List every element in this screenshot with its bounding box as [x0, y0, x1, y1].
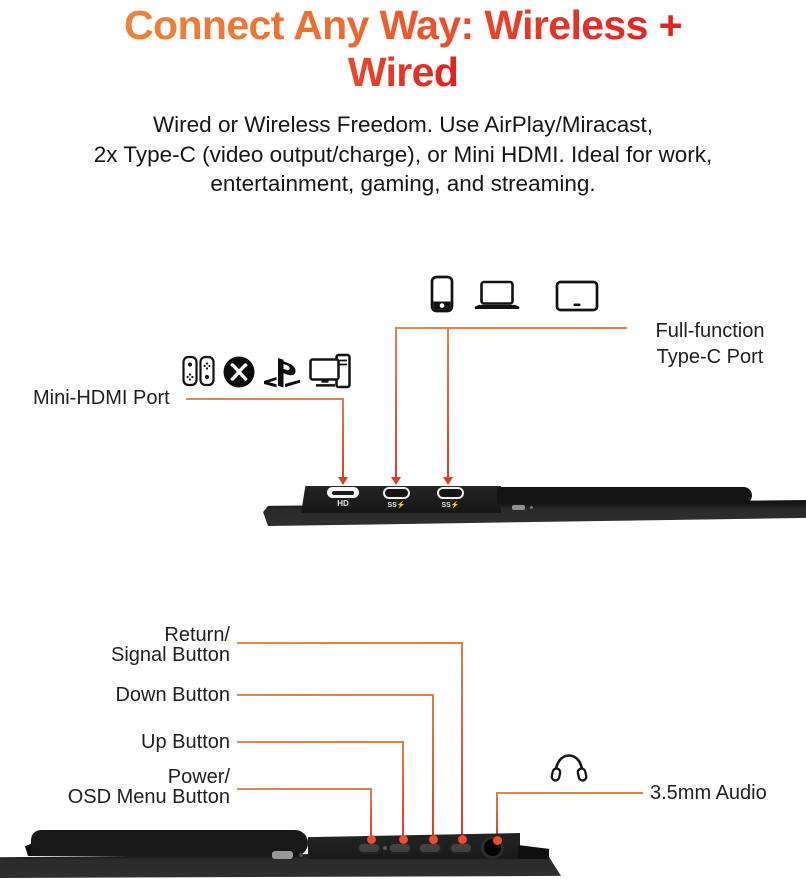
bottom-monitor-step: [518, 845, 549, 859]
mini-hdmi-callout-vline: [342, 398, 344, 478]
return-callout-vline: [461, 642, 463, 838]
subtitle-line-3: entertainment, gaming, and streaming.: [210, 171, 596, 196]
type-c2-callout-vline: [447, 327, 449, 478]
power-osd-label-line2: OSD Menu Button: [67, 786, 230, 808]
return-callout-hline: [237, 642, 463, 644]
up-button: [388, 842, 412, 854]
mini-hdmi-port-label: HD: [337, 499, 349, 508]
power-callout-vline: [370, 788, 372, 838]
audio-callout-dot: [492, 835, 502, 845]
mini-hdmi-port: [327, 487, 359, 498]
kickstand-foot: [25, 842, 35, 856]
return-signal-label-line2: Signal Button: [111, 644, 230, 666]
power-indicator-dot: [383, 846, 387, 850]
title-line-1: Connect Any Way: Wireless +: [124, 2, 683, 48]
top-monitor-kickstand: [497, 487, 752, 504]
mini-hdmi-label: Mini-HDMI Port: [33, 387, 170, 409]
power-callout-hline: [237, 788, 372, 790]
power-osd-button: [357, 842, 381, 854]
return-signal-button: [449, 842, 473, 854]
type-c-port-2: [437, 487, 464, 499]
return-signal-label-line1: Return/: [164, 623, 230, 646]
subtitle-line-2: 2x Type-C (video output/charge), or Mini…: [93, 141, 713, 167]
up-callout-hline: [237, 741, 404, 743]
mini-hdmi-arrow: [338, 477, 348, 485]
smartphone-icon: [430, 275, 454, 313]
mini-hdmi-slot: [332, 490, 354, 495]
up-button-label: Up Button: [141, 731, 230, 753]
kickstand-latch-dot-bottom: [299, 853, 303, 857]
title-line-2: Wired: [347, 49, 459, 95]
power-callout-dot: [366, 834, 376, 844]
xbox-icon: [222, 355, 256, 389]
desktop-pc-icon: [309, 353, 352, 391]
type-c-port-1: [383, 487, 410, 499]
kickstand-latch-dot-top: [530, 506, 533, 509]
subtitle: Wired or Wireless Freedom. Use AirPlay/M…: [0, 110, 806, 199]
up-callout-dot: [398, 834, 408, 844]
audio-jack-label: 3.5mm Audio: [650, 782, 767, 804]
down-callout-hline: [237, 694, 434, 696]
mini-hdmi-callout-hline: [186, 398, 344, 400]
type-c-port-1-label: SS⚡: [387, 501, 406, 509]
nintendo-switch-icon: [182, 355, 215, 388]
type-c-port-label: Full-function Type-C Port: [630, 318, 790, 370]
down-callout-dot: [428, 834, 438, 844]
down-button: [418, 842, 442, 854]
audio-callout-vline: [496, 792, 498, 838]
type-c1-arrow: [391, 477, 401, 485]
type-c-port-label-line1: Full-function: [655, 319, 765, 342]
type-c-port-label-line2: Type-C Port: [656, 345, 764, 368]
playstation-icon: [261, 358, 303, 389]
headphones-icon: [549, 749, 589, 783]
power-osd-label: Power/ OSD Menu Button: [67, 765, 230, 808]
type-c2-arrow: [443, 477, 453, 485]
up-callout-vline: [402, 741, 404, 838]
power-osd-label-line1: Power/: [167, 765, 230, 788]
audio-callout-hline: [497, 792, 643, 794]
subtitle-line-1: Wired or Wireless Freedom. Use AirPlay/M…: [152, 112, 654, 137]
type-c-port-2-label: SS⚡: [441, 501, 460, 509]
monitor-icon: [555, 280, 599, 312]
kickstand-latch-bottom: [272, 851, 293, 859]
type-c1-callout-vline: [395, 327, 397, 478]
down-callout-vline: [432, 694, 434, 838]
bottom-monitor-kickstand: [31, 830, 308, 856]
down-button-label: Down Button: [115, 684, 230, 706]
return-callout-dot: [457, 834, 467, 844]
page-title: Connect Any Way: Wireless + Wired: [0, 2, 806, 96]
type-c-callout-hline: [396, 327, 627, 329]
laptop-icon: [474, 280, 520, 312]
return-signal-label: Return/ Signal Button: [111, 623, 230, 666]
kickstand-latch-top: [512, 505, 525, 510]
